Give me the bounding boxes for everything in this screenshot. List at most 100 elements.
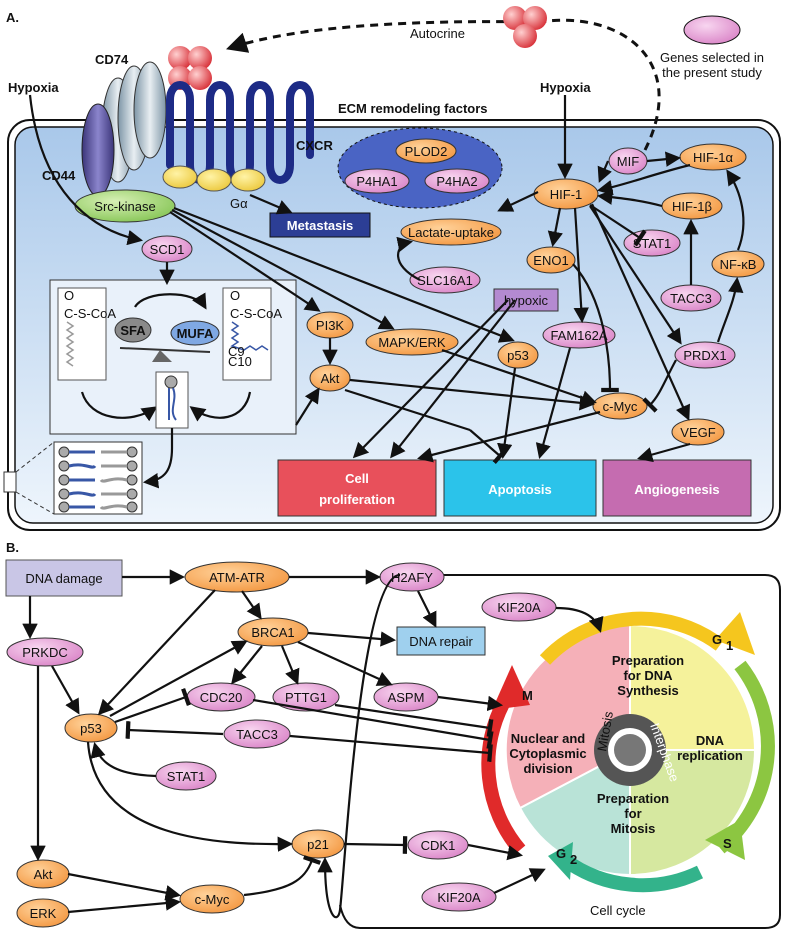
brca1-node — [237, 617, 309, 647]
p4ha2-label: P4HA2 — [436, 174, 477, 189]
vegf-label: VEGF — [680, 425, 715, 440]
panel-b-edges — [22, 569, 604, 919]
atm-atr-label: ATM-ATR — [209, 570, 265, 585]
sfa-coa-label: C-S-CoA — [64, 306, 116, 321]
tacc3-b-node — [223, 719, 291, 749]
cell-proliferation-label-1: Cell — [345, 471, 369, 486]
cmyc-b-label: c-Myc — [195, 892, 230, 907]
nfkb-label: NF-κB — [720, 257, 757, 272]
cd74-label: CD74 — [95, 52, 129, 67]
s-text-1: DNA — [696, 733, 725, 748]
slc16a1-label: SLC16A1 — [417, 273, 473, 288]
g-alpha-protein — [162, 165, 266, 192]
pttg1-node — [272, 682, 340, 712]
cell-cycle-frame — [339, 574, 781, 929]
mapk-erk-node — [365, 328, 459, 356]
p4ha1-node — [344, 168, 410, 194]
lactate-uptake-label: Lactate-uptake — [408, 225, 494, 240]
hypoxia-right-label: Hypoxia — [540, 80, 591, 95]
dna-repair-label: DNA repair — [409, 634, 473, 649]
p4ha2-node — [424, 168, 490, 194]
p4ha1-label: P4HA1 — [356, 174, 397, 189]
tacc3-b-label: TACC3 — [236, 727, 278, 742]
hypoxia-left-label: Hypoxia — [8, 80, 59, 95]
pi3k-label: PI3K — [316, 318, 345, 333]
mif-label: MIF — [617, 154, 639, 169]
g2-text-1: Preparation — [597, 791, 669, 806]
mufa-chain — [230, 321, 269, 351]
phase-g1-subscript: 1 — [726, 638, 733, 653]
c10-label: C10 — [228, 354, 252, 369]
apoptosis-box — [443, 459, 597, 517]
phase-g2-label: G — [556, 846, 566, 861]
kif20a-bottom-node — [421, 882, 497, 912]
aspm-label: ASPM — [388, 690, 425, 705]
sfa-to-membrane-arrow — [80, 391, 158, 422]
m-text-3: division — [523, 761, 572, 776]
cxcr-label: CXCR — [296, 138, 333, 153]
h2afy-label: H2AFY — [391, 570, 433, 585]
eno1-label: ENO1 — [533, 253, 568, 268]
akt-a-label: Akt — [321, 371, 340, 386]
to-bilayer-arrow — [142, 428, 174, 489]
autocrine-label: Autocrine — [410, 26, 465, 41]
pttg1-label: PTTG1 — [285, 690, 327, 705]
mufa-structure-panel — [222, 287, 272, 381]
lactate-uptake-node — [400, 218, 502, 246]
bilayer-lipids — [58, 446, 138, 513]
mufa-label: MUFA — [177, 326, 214, 341]
cell-cycle-label: Cell cycle — [590, 903, 646, 918]
kif20a-bottom-label: KIF20A — [437, 890, 481, 905]
legend-text-1: Genes selected in — [660, 50, 764, 65]
plod2-label: PLOD2 — [405, 144, 448, 159]
cd44-label: CD44 — [42, 168, 76, 183]
g2-text-3: Mitosis — [611, 821, 656, 836]
p53-b-label: p53 — [80, 721, 102, 736]
src-kinase-label: Src-kinase — [94, 199, 155, 214]
mapk-erk-label: MAPK/ERK — [378, 335, 446, 350]
membrane-zoom-box — [3, 471, 17, 493]
legend-gene-icon — [683, 15, 741, 45]
mif-ligand-cluster-secreted — [503, 6, 547, 48]
kif20a-top-label: KIF20A — [497, 600, 541, 615]
legend-text-2: the present study — [662, 65, 762, 80]
scd1-reaction-arrow — [134, 292, 207, 310]
zoom-lines — [15, 441, 55, 515]
sfa-o-label: O — [64, 288, 74, 303]
g1-text-3: Synthesis — [617, 683, 678, 698]
slc16a1-node — [409, 266, 481, 294]
balance-pivot — [152, 350, 172, 362]
cell-proliferation-label-2: proliferation — [319, 492, 395, 507]
m-text-1: Nuclear and — [511, 731, 585, 746]
prdx1-label: PRDX1 — [683, 348, 726, 363]
apoptosis-label: Apoptosis — [488, 482, 552, 497]
mufa-coa-label: C-S-CoA — [230, 306, 282, 321]
angiogenesis-box — [602, 459, 752, 517]
sfa-node — [114, 317, 152, 343]
g1-text-1: Preparation — [612, 653, 684, 668]
prkdc-node — [6, 637, 84, 667]
mufa-node — [170, 320, 220, 346]
mufa-to-membrane-arrow — [189, 391, 252, 422]
g2-text-2: for — [624, 806, 641, 821]
panel-a-label: A. — [6, 10, 19, 25]
sfa-chain — [65, 321, 75, 367]
vegf-node — [671, 418, 725, 446]
g-alpha-label: Gα — [230, 196, 248, 211]
akt-b-label: Akt — [34, 867, 53, 882]
phase-m-label: M — [522, 688, 533, 703]
brca1-label: BRCA1 — [251, 625, 294, 640]
dna-damage-box — [5, 559, 123, 597]
cmyc-a-label: c-Myc — [603, 399, 638, 414]
fam162a-label: FAM162A — [550, 328, 607, 343]
metastasis-label: Metastasis — [287, 218, 353, 233]
cell-proliferation-box — [277, 459, 437, 517]
dna-repair-box — [396, 626, 486, 656]
hif1a-label: HIF-1α — [693, 150, 734, 165]
p53-b-node — [64, 713, 118, 743]
hypoxic-label: hypoxic — [504, 293, 549, 308]
p53-a-node — [497, 341, 539, 369]
p53-a-label: p53 — [507, 348, 529, 363]
balance-beam — [119, 347, 211, 353]
